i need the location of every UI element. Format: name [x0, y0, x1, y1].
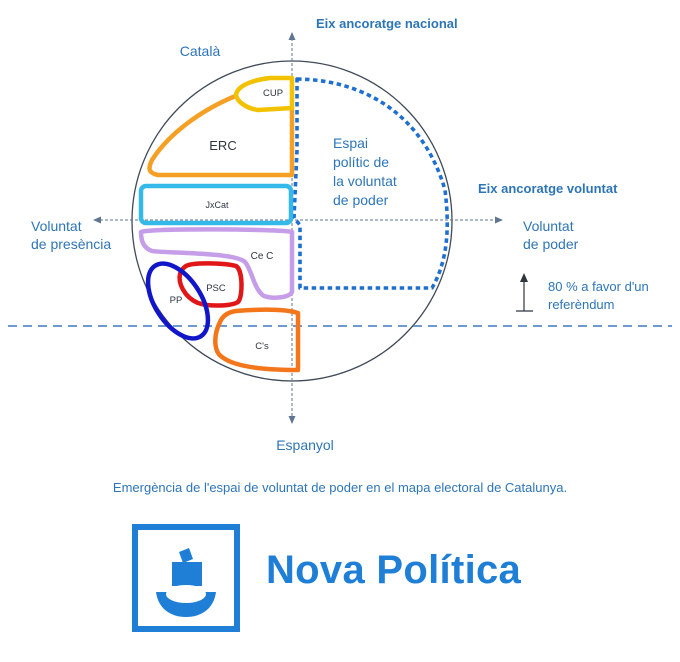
- pole-right-line1: Voluntat: [523, 218, 574, 234]
- label-pp: PP: [170, 295, 183, 306]
- label-erc: ERC: [209, 138, 236, 153]
- threshold-label-line1: 80 % a favor d'un: [548, 279, 649, 294]
- vertical-axis-title: Eix ancoratge nacional: [316, 16, 458, 31]
- zone-label: Espai polític de la voluntat de poder: [333, 135, 397, 208]
- party-shape-jxcat: [138, 183, 294, 226]
- zone-label-line1: Espai: [333, 135, 368, 151]
- brand-name: Nova Política: [266, 548, 522, 592]
- party-shape-pp: [145, 261, 211, 341]
- zone-label-line3: la voluntat: [333, 173, 397, 189]
- label-psc: PSC: [206, 283, 226, 294]
- ballot-box-boat-logo: [132, 524, 240, 632]
- party-shape-psc: [177, 261, 244, 308]
- party-shape-cup: [233, 75, 295, 113]
- label-cup: CUP: [263, 88, 283, 99]
- label-cec: Ce C: [251, 251, 274, 262]
- pole-left-line2: de presència: [31, 236, 111, 252]
- label-jxcat: JxCat: [205, 200, 229, 210]
- threshold-arrow-icon: [516, 273, 533, 312]
- voluntat-de-poder-zone: [292, 77, 450, 290]
- zone-label-line2: polític de: [333, 154, 389, 170]
- pole-bottom-espanyol: Espanyol: [276, 437, 334, 453]
- party-shape-cs: [213, 307, 301, 373]
- party-shape-cec: [138, 227, 295, 300]
- zone-label-line4: de poder: [333, 192, 389, 208]
- figure-caption: Emergència de l'espai de voluntat de pod…: [112, 480, 568, 495]
- pole-top-catala: Català: [180, 43, 221, 59]
- pole-right-line2: de poder: [523, 236, 579, 252]
- pole-left-line1: Voluntat: [31, 218, 82, 234]
- horizontal-axis-title: Eix ancoratge voluntat: [478, 181, 618, 196]
- threshold-label-line2: referèndum: [548, 297, 614, 312]
- label-cs: C's: [255, 341, 269, 352]
- vertical-axis: [288, 32, 296, 424]
